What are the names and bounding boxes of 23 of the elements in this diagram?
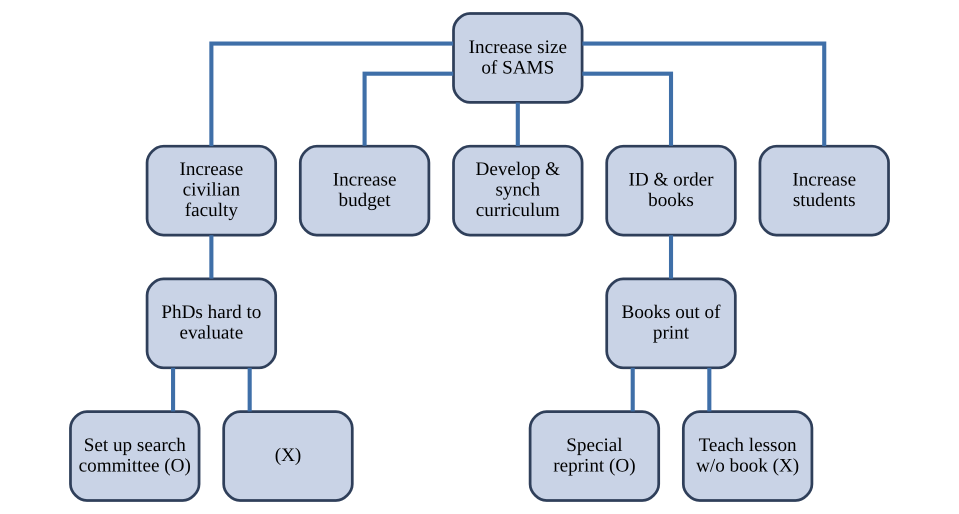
- connector: [209, 42, 454, 146]
- node-box: Develop & synch curriculum: [452, 144, 584, 236]
- node-box: Increase students: [758, 144, 890, 236]
- node-box: PhDs hard to evaluate: [146, 278, 278, 370]
- node-box: ID & order books: [605, 144, 737, 236]
- node-box: (X): [222, 410, 354, 502]
- node-box: Special reprint (O): [528, 410, 660, 502]
- node-box: Increase size of SAMS: [452, 12, 584, 104]
- connector: [362, 72, 454, 146]
- connector: [630, 368, 635, 412]
- connector: [516, 102, 520, 146]
- node-box: Books out of print: [605, 278, 737, 370]
- connector: [248, 368, 252, 412]
- node-box: Increase budget: [298, 144, 430, 236]
- connector: [582, 72, 674, 146]
- connector: [209, 235, 214, 279]
- connector: [668, 235, 674, 279]
- connector: [171, 368, 176, 412]
- connector: [707, 368, 712, 412]
- node-box: Set up search committee (O): [69, 410, 200, 502]
- connector: [582, 42, 826, 146]
- node-box: Teach lesson w/o book (X): [682, 410, 814, 502]
- node-box: Increase civilian faculty: [146, 144, 278, 236]
